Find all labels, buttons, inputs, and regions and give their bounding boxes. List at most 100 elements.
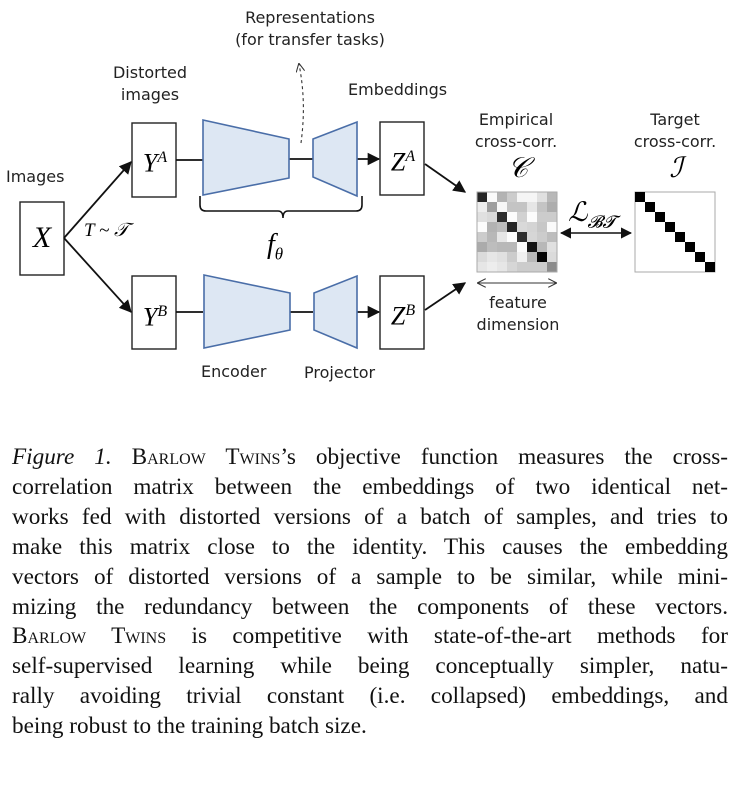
label-distorted-line1: Distorted (112, 63, 187, 82)
label-projector: Projector (304, 363, 376, 382)
identity-diagonal-cell (635, 192, 645, 202)
caption-text: works fed with distorted versions of a b… (12, 503, 728, 530)
empirical-matrix-cell (497, 202, 508, 213)
distorted-image-a-box (131, 122, 177, 198)
empirical-matrix-cell (497, 222, 508, 233)
empirical-matrix-cell (527, 222, 538, 233)
caption-line: mizing the redundancy between the compon… (12, 593, 728, 623)
empirical-matrix-cell (537, 232, 548, 243)
empirical-matrix-cell (507, 232, 518, 243)
identity-diagonal-cell (685, 242, 695, 252)
math-yb-base: Y (142, 302, 158, 332)
empirical-matrix-cell (487, 232, 498, 243)
empirical-matrix-cell (497, 262, 508, 273)
identity-diagonal-cell (665, 222, 675, 232)
caption-line: self-supervised learning while being con… (12, 652, 728, 682)
empirical-matrix-cell (507, 192, 518, 203)
figure-number-label: Figure 1. (12, 444, 112, 470)
empirical-matrix-cell (477, 212, 488, 223)
math-zb: ZB (381, 295, 425, 333)
encoder-a-shape (202, 119, 290, 196)
method-name: Barlow Twins (131, 444, 281, 470)
empirical-matrix-cell (477, 252, 488, 263)
caption-text: rally avoiding trivial constant (i.e. co… (12, 683, 728, 710)
caption-line: vectors of distorted versions of a sampl… (12, 563, 728, 593)
empirical-matrix-cell (527, 252, 538, 263)
f-theta-brace (199, 196, 363, 219)
label-distorted-images: Distorted images (100, 62, 200, 106)
math-yb: YB (133, 296, 177, 334)
barlow-twins-diagram: Images Distorted images Representations … (6, 0, 728, 382)
caption-text: mizing the redundancy between the compon… (12, 593, 728, 620)
label-encoder: Encoder (201, 362, 267, 381)
label-target-cross-corr: Target cross-corr. (622, 109, 728, 153)
input-image-box (19, 201, 65, 276)
empirical-matrix-cell (507, 252, 518, 263)
identity-diagonal-cell (655, 212, 665, 222)
empirical-matrix-cell (487, 242, 498, 253)
empirical-matrix-cell (517, 192, 528, 203)
caption-text: ’s objective function measures the cross… (280, 444, 729, 470)
empirical-matrix-cell (497, 252, 508, 263)
projector-a-shape (312, 120, 358, 198)
empirical-matrix-cell (517, 202, 528, 213)
empirical-matrix-cell (487, 202, 498, 213)
caption-text: is competitive with state-of-the-art met… (166, 623, 728, 650)
arrow-x-to-yb (63, 237, 132, 313)
label-representations-line2: (for transfer tasks) (235, 30, 385, 49)
label-target-line2: cross-corr. (633, 132, 717, 151)
math-loss-base: ℒ (568, 197, 588, 227)
arrow-zb-to-matrix (424, 282, 467, 311)
label-empirical-line1: Empirical (478, 110, 554, 129)
empirical-matrix-cell (537, 222, 548, 233)
empirical-cross-correlation-matrix (477, 192, 558, 273)
identity-diagonal-cell (695, 252, 705, 262)
math-loss: ℒ𝓑𝓣 (568, 196, 615, 238)
empirical-matrix-cell (507, 222, 518, 233)
empirical-matrix-cell (477, 202, 488, 213)
caption-line: being robust to the training batch size. (12, 712, 728, 742)
empirical-matrix-cell (547, 212, 558, 223)
empirical-matrix-border (476, 191, 558, 273)
math-za: ZA (381, 141, 425, 179)
empirical-matrix-cell (507, 202, 518, 213)
caption-text: make this matrix close to the identity. … (12, 533, 728, 560)
distorted-image-b-box (131, 275, 177, 350)
diagram-canvas (19, 0, 716, 350)
empirical-matrix-cell (527, 242, 538, 253)
label-distorted-line2: images (120, 85, 180, 104)
label-feature-line2: dimension (476, 315, 560, 334)
empirical-matrix-cell (497, 242, 508, 253)
label-empirical-line2: cross-corr. (474, 132, 558, 151)
label-embeddings: Embeddings (348, 80, 448, 99)
identity-diagonal-cell (675, 232, 685, 242)
math-yb-sup: B (157, 303, 168, 320)
identity-diagonal-cell (705, 262, 715, 272)
caption-line: Figure 1. Barlow Twins’s objective funct… (12, 443, 728, 473)
empirical-matrix-cell (497, 192, 508, 203)
label-target-line1: Target (650, 110, 700, 129)
empirical-matrix-cell (517, 242, 528, 253)
projector-b-shape (313, 274, 358, 350)
caption-line: correlation matrix between the embedding… (12, 473, 728, 503)
caption-text: self-supervised learning while being con… (12, 653, 728, 680)
empirical-matrix-cell (517, 262, 528, 273)
empirical-matrix-cell (547, 202, 558, 213)
caption-line: make this matrix close to the identity. … (12, 533, 728, 563)
math-zb-base: Z (390, 301, 406, 331)
empirical-matrix-cell (477, 192, 488, 203)
caption-line: works fed with distorted versions of a b… (12, 503, 728, 533)
empirical-matrix-cell (537, 202, 548, 213)
label-images: Images (6, 167, 65, 186)
identity-diagonal-cell (645, 202, 655, 212)
label-empirical-cross-corr: Empirical cross-corr. (462, 109, 570, 153)
embedding-a-box (379, 121, 425, 196)
empirical-matrix-cell (487, 252, 498, 263)
math-f-theta: fθ (267, 228, 283, 272)
math-i-symbol: ℐ (669, 153, 683, 184)
caption-line: rally avoiding trivial constant (i.e. co… (12, 682, 728, 712)
math-f-base: f (267, 229, 275, 260)
caption-text: vectors of distorted versions of a sampl… (12, 563, 728, 590)
encoder-b-shape (203, 274, 291, 349)
math-ya-sup: A (157, 149, 168, 166)
